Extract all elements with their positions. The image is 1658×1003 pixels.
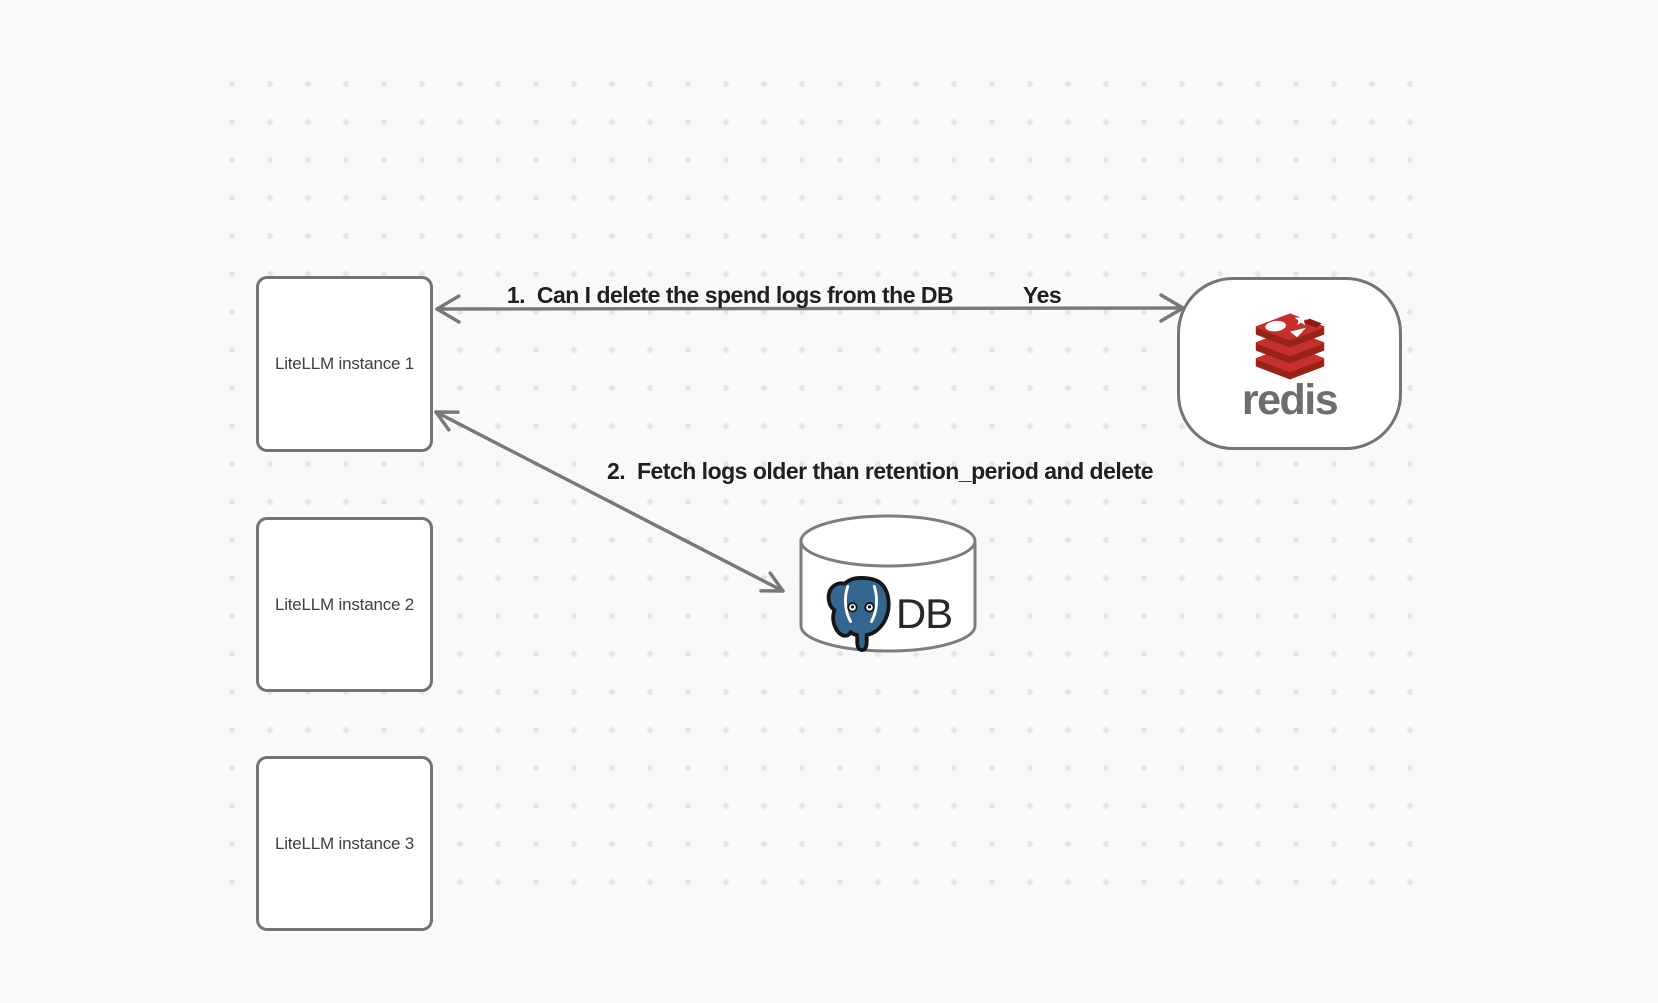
node-litellm-instance-3[interactable]: LiteLLM instance 3 (256, 756, 433, 931)
label-spend-log-question[interactable]: 1. Can I delete the spend logs from the … (506, 282, 954, 308)
node-label: LiteLLM instance 2 (274, 594, 415, 614)
db-label: DB (895, 590, 953, 637)
node-litellm-instance-2[interactable]: LiteLLM instance 2 (256, 517, 433, 692)
node-redis[interactable]: redis (1177, 277, 1402, 450)
redis-wordmark: redis (1241, 376, 1339, 424)
label-yes-response[interactable]: Yes (1023, 282, 1062, 308)
label-fetch-and-delete[interactable]: 2. Fetch logs older than retention_perio… (606, 458, 1154, 484)
redis-stack-icon (1255, 312, 1324, 380)
node-label: LiteLLM instance 3 (274, 833, 415, 853)
node-db-cylinder[interactable]: DB (799, 514, 977, 655)
postgresql-elephant-icon (826, 576, 891, 652)
node-litellm-instance-1[interactable]: LiteLLM instance 1 (256, 276, 433, 452)
arrow-fetch-and-delete[interactable] (434, 410, 785, 593)
node-label: LiteLLM instance 1 (274, 354, 415, 373)
